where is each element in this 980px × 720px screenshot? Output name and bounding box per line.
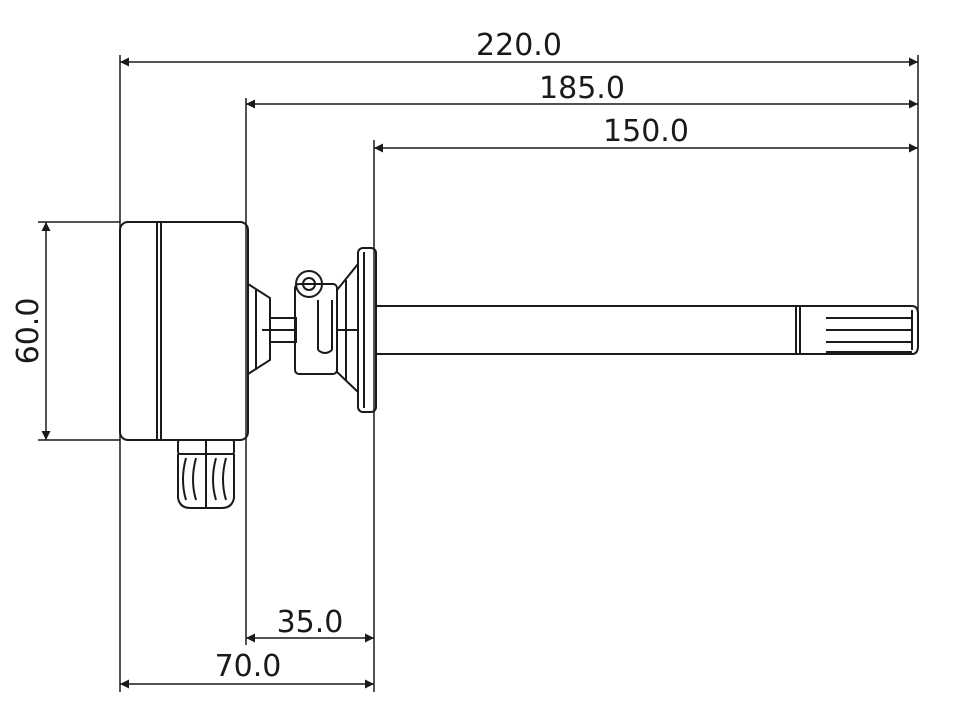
cable-gland-contour-left [182,457,187,501]
dimension-label-185: 185.0 [539,71,625,106]
enclosure [119,221,249,441]
extension-lines [38,55,919,692]
dimension-label-35: 35.0 [277,605,344,640]
clamp-right-cone [336,261,359,395]
cable-gland-contour-left-2 [192,457,197,501]
enclosure-body [119,221,249,441]
clamp-screw-head [302,277,316,291]
probe [375,305,919,355]
dimension-label-220: 220.0 [476,28,562,63]
cable-glands [177,439,235,509]
dimension-label-150: 150.0 [603,114,689,149]
cable-gland-contour-right-2 [222,457,227,501]
probe-tube [375,305,797,355]
cable-gland-contour-right [212,457,217,501]
dimension-lines [41,57,918,689]
clamp-left-cone [247,282,271,376]
dimension-label-70: 70.0 [215,649,282,684]
clamp-screw [295,270,323,298]
clamp-block [294,283,338,375]
mounting-clamp [247,261,359,395]
probe-sensor-cap [795,305,919,355]
dimension-label-60: 60.0 [11,298,46,365]
clamp-slot-bottom [317,349,333,354]
